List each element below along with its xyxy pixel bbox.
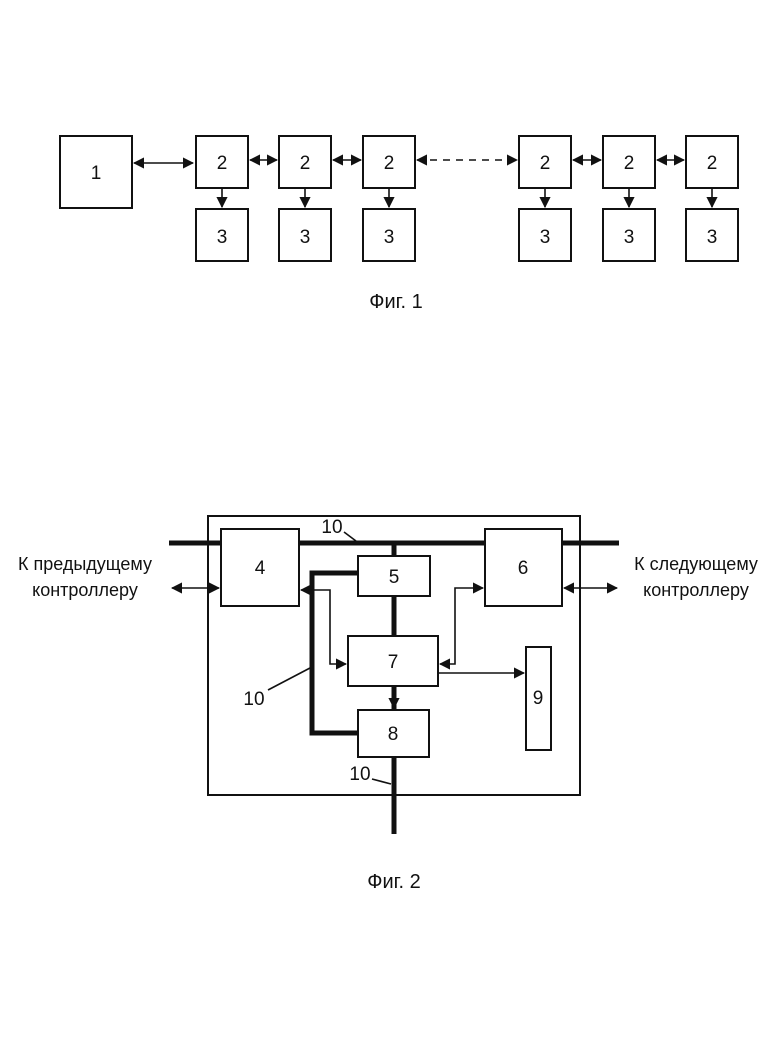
figure-1-caption: Фиг. 1	[369, 291, 422, 313]
block-2-label: 2	[300, 153, 311, 174]
block-7-label: 7	[388, 652, 399, 673]
next-controller-label: К следующему	[634, 554, 758, 574]
block-3-label: 3	[300, 227, 311, 248]
next-controller-label: контроллеру	[643, 580, 749, 600]
block-2-label: 2	[217, 153, 228, 174]
prev-controller-label: контроллеру	[32, 580, 138, 600]
block-2-label: 2	[707, 153, 718, 174]
block-4-label: 4	[255, 558, 266, 579]
block-1-label: 1	[91, 163, 102, 184]
bus-label: 10	[243, 689, 264, 710]
block-2-row: 2 2 2 2 2 2	[196, 136, 738, 188]
block-2-label: 2	[540, 153, 551, 174]
bus-label: 10	[349, 764, 370, 785]
bus-label: 10	[321, 517, 342, 538]
block-3-label: 3	[384, 227, 395, 248]
figure-2: 4 6 5 7 8 9 10 10 10 К предыдущему контр…	[18, 516, 758, 893]
block-2-label: 2	[384, 153, 395, 174]
block-8-label: 8	[388, 724, 399, 745]
block-9-label: 9	[533, 688, 544, 709]
block-3-label: 3	[707, 227, 718, 248]
prev-controller-label: К предыдущему	[18, 554, 152, 574]
block-3-row: 3 3 3 3 3 3	[196, 209, 738, 261]
block-5-label: 5	[389, 567, 400, 588]
block-3-label: 3	[217, 227, 228, 248]
block-3-label: 3	[540, 227, 551, 248]
block-2-label: 2	[624, 153, 635, 174]
figure-1: 1 2 2 2 2 2 2	[60, 136, 738, 313]
figure-2-caption: Фиг. 2	[367, 871, 420, 893]
block-6-label: 6	[518, 558, 529, 579]
block-3-label: 3	[624, 227, 635, 248]
